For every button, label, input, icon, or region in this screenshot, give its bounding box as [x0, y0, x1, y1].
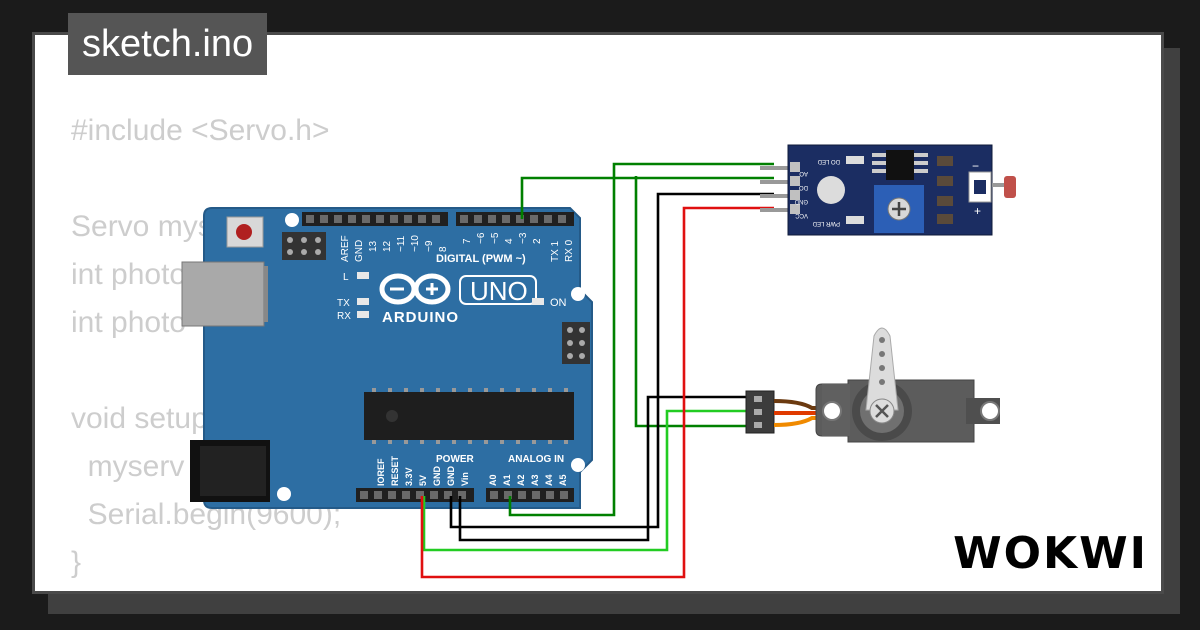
- led-rx-label: RX: [337, 311, 351, 322]
- pin-label: ~5: [490, 232, 501, 244]
- power-label: POWER: [436, 454, 475, 465]
- sensor-pin-label: VCC: [795, 212, 808, 218]
- code-line: void setup: [71, 402, 208, 435]
- pin-label: GND: [446, 466, 456, 487]
- pin-label: A0: [488, 474, 498, 486]
- pin-label: A3: [530, 474, 540, 486]
- atmega-chip: [364, 392, 574, 440]
- pin-label: 3.3V: [404, 467, 414, 486]
- power-header: [356, 488, 474, 502]
- icsp-header-right: [562, 322, 590, 364]
- sensor-pin-label: DO: [799, 184, 808, 190]
- reset-button-cap[interactable]: [236, 224, 252, 240]
- led-l: [357, 272, 369, 279]
- bottom-pin-labels: IOREF RESET 3.3V 5V GND GND Vin A0 A1 A2…: [376, 455, 568, 486]
- arduino-uno-board[interactable]: AREF GND 13 12 ~11 ~10 ~9 8 7 ~6 ~5 4 ~3…: [181, 207, 593, 509]
- pin-label: Vin: [460, 472, 470, 486]
- pin-label: A4: [544, 474, 554, 486]
- code-line: myserv: [71, 450, 185, 483]
- top-pin-labels: AREF GND 13 12 ~11 ~10 ~9 8 7 ~6 ~5 4 ~3…: [340, 232, 575, 262]
- icsp-header-top: [282, 232, 326, 260]
- mount-hole: [571, 458, 585, 472]
- wokwi-logo: WOKWI: [953, 528, 1148, 579]
- pin-label: ~3: [518, 232, 529, 244]
- pin-label: GND: [432, 466, 442, 487]
- led-rx: [357, 311, 369, 318]
- pin-label: ~11: [396, 235, 407, 252]
- sensor-led: [817, 176, 845, 204]
- code-line: #include <Servo.h>: [71, 114, 330, 147]
- pin-label: 12: [382, 240, 393, 252]
- led-tx-label: TX: [337, 298, 350, 309]
- mount-hole: [285, 213, 299, 227]
- led-tx: [357, 298, 369, 305]
- usb-connector: [181, 261, 265, 327]
- wire-black-servo[interactable]: [458, 395, 774, 542]
- arduino-logo-icon: [379, 273, 451, 305]
- wire-lime-servo[interactable]: [422, 409, 774, 552]
- file-title[interactable]: sketch.ino: [68, 13, 268, 75]
- wire-green-signal[interactable]: [520, 176, 774, 219]
- pin-label: A5: [558, 474, 568, 486]
- digital-header-right: [456, 212, 574, 226]
- servo-motor[interactable]: [745, 327, 1000, 443]
- pin-label: 2: [532, 238, 543, 244]
- pin-label: ~10: [410, 235, 421, 252]
- pin-label: A2: [516, 474, 526, 486]
- mount-hole: [822, 401, 842, 421]
- pin-label: ~6: [476, 232, 487, 244]
- led-l-label: L: [343, 272, 349, 283]
- comparator-chip: [886, 150, 914, 180]
- svg-text:+: +: [974, 204, 981, 218]
- board-brand: ARDUINO: [382, 309, 459, 326]
- pin-label: 13: [368, 240, 379, 252]
- analog-label: ANALOG IN: [508, 454, 564, 465]
- mount-hole: [571, 287, 585, 301]
- pin-label: RESET: [390, 455, 400, 486]
- photoresistor-sensor-module[interactable]: AO DO GND VCC DO LED PWR LED − +: [760, 144, 1016, 236]
- mount-hole: [277, 487, 291, 501]
- code-line: int photo: [71, 306, 187, 339]
- board-model: UNO: [470, 276, 528, 306]
- wire-black-sensor[interactable]: [449, 192, 774, 529]
- ldr-icon: [1004, 176, 1016, 198]
- sensor-led-label: DO LED: [817, 158, 840, 164]
- led-on-label: ON: [550, 297, 567, 309]
- wires: [420, 162, 774, 579]
- led-on: [532, 298, 544, 305]
- pin-label: IOREF: [376, 458, 386, 486]
- sensor-pin-label: GND: [794, 198, 808, 204]
- pin-label: 7: [462, 238, 473, 244]
- sensor-pin-label: AO: [799, 170, 808, 176]
- pin-label: RX 0: [564, 239, 575, 262]
- wire-red-vcc[interactable]: [420, 206, 774, 579]
- pin-label: A1: [502, 474, 512, 486]
- code-line: }: [71, 546, 82, 579]
- sensor-pin-labels: AO DO GND VCC DO LED PWR LED: [794, 158, 840, 226]
- wire-green-servo[interactable]: [634, 176, 774, 428]
- pin-label: GND: [354, 240, 365, 262]
- pin-label: ~9: [424, 240, 435, 252]
- digital-label: DIGITAL (PWM ~): [436, 253, 526, 265]
- sensor-led-label: PWR LED: [812, 220, 840, 226]
- pin-label: 8: [438, 246, 449, 252]
- code-line: int photo: [71, 258, 187, 291]
- pin-label: TX 1: [550, 240, 561, 262]
- wire-green-analog[interactable]: [508, 162, 774, 517]
- pin-label: 5V: [418, 475, 428, 486]
- pin-label: AREF: [340, 235, 351, 262]
- pin-label: 4: [504, 238, 515, 244]
- svg-text:−: −: [972, 159, 979, 173]
